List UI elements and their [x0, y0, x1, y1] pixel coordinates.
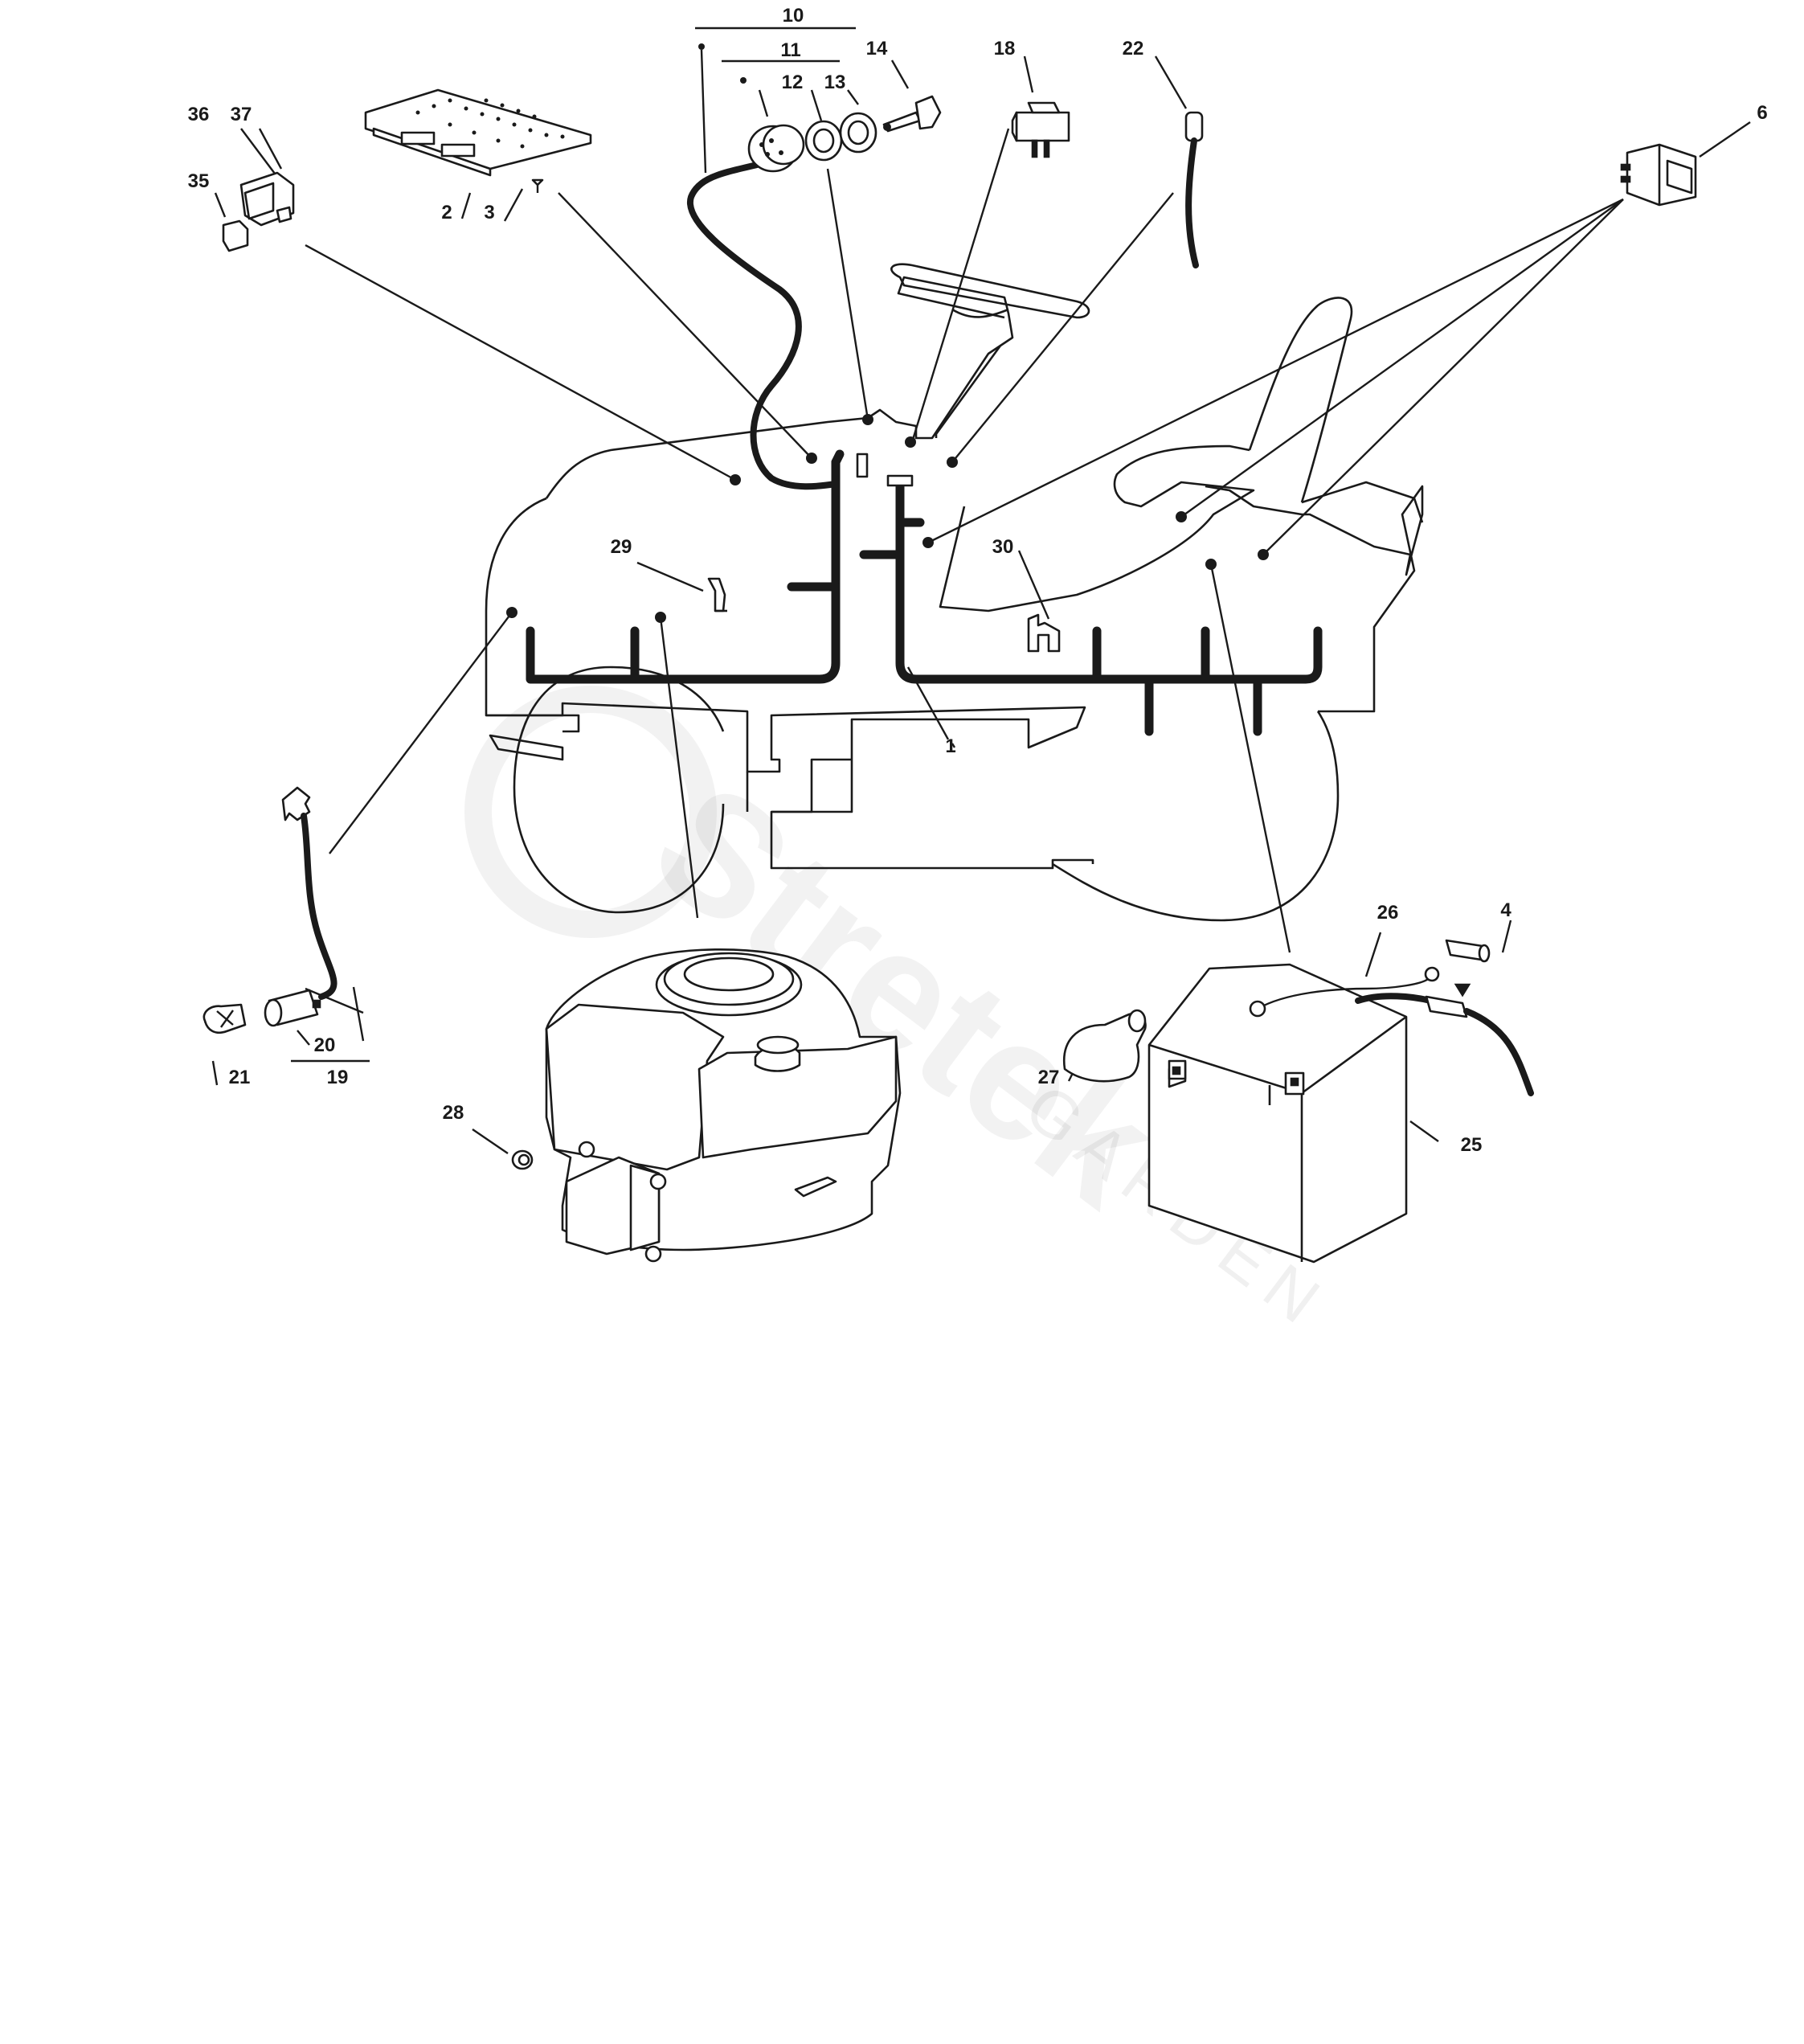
- relay-icon: [239, 171, 295, 227]
- label-part-11: 11: [780, 39, 800, 61]
- label-part-37: 37: [231, 104, 252, 125]
- battery-lead-icon: [1249, 966, 1440, 1018]
- label-part-6: 6: [1757, 102, 1767, 124]
- fuse-icon: [222, 219, 249, 252]
- label-part-29: 29: [611, 536, 632, 558]
- ignition-cable: [686, 162, 839, 490]
- label-part-14: 14: [866, 38, 888, 59]
- key-icon: [882, 95, 942, 133]
- connection-points: [506, 43, 1269, 623]
- harness-connector-icon: [886, 474, 914, 487]
- wiring-harness: [526, 449, 1323, 736]
- bracket-icon: [1027, 613, 1061, 653]
- label-part-27: 27: [1038, 1067, 1060, 1088]
- headlight-cable-icon: [281, 786, 337, 1000]
- bulb-icon: [202, 1003, 247, 1034]
- fuse-holder-icon: [1355, 939, 1534, 1096]
- mower-outline: [485, 263, 1424, 922]
- rocker-switch-icon: [1011, 101, 1070, 158]
- seat-switch-icon: [1620, 143, 1697, 207]
- ring-icon: [839, 112, 877, 154]
- label-part-13: 13: [824, 72, 846, 93]
- lamp-holder-icon: [264, 989, 321, 1027]
- label-part-10: 10: [783, 5, 804, 27]
- label-part-12: 12: [782, 72, 804, 93]
- label-part-35: 35: [188, 170, 210, 192]
- circuit-board-icon: [364, 88, 592, 177]
- engine-icon: [545, 948, 902, 1263]
- label-part-22: 22: [1123, 38, 1144, 59]
- label-part-21: 21: [229, 1067, 251, 1088]
- label-part-26: 26: [1377, 902, 1399, 924]
- leader-lines: [211, 27, 1751, 1154]
- harness-connector-icon: [856, 453, 869, 478]
- screw-icon: [531, 178, 544, 193]
- label-part-25: 25: [1461, 1134, 1483, 1156]
- label-part-28: 28: [443, 1102, 464, 1124]
- label-part-2: 2: [441, 202, 452, 223]
- label-part-1: 1: [945, 735, 955, 757]
- part-labels: 1 2 3 4 6 10 11 12 13 14 18 19 20 21 22 …: [188, 5, 1768, 1156]
- small-nut-icon: [511, 1149, 534, 1170]
- cable-clip-icon: [707, 577, 727, 612]
- label-part-3: 3: [484, 202, 494, 223]
- battery-icon: [1147, 963, 1408, 1264]
- label-part-4: 4: [1500, 899, 1512, 921]
- nut-icon: [804, 120, 843, 162]
- label-part-18: 18: [994, 38, 1016, 59]
- label-part-36: 36: [188, 104, 210, 125]
- terminal-boot-icon: [1062, 1009, 1147, 1083]
- sensor-icon: [1184, 111, 1204, 268]
- label-part-19: 19: [327, 1067, 349, 1088]
- key-switch-icon: [747, 124, 805, 173]
- label-part-20: 20: [314, 1034, 336, 1056]
- label-part-30: 30: [992, 536, 1014, 558]
